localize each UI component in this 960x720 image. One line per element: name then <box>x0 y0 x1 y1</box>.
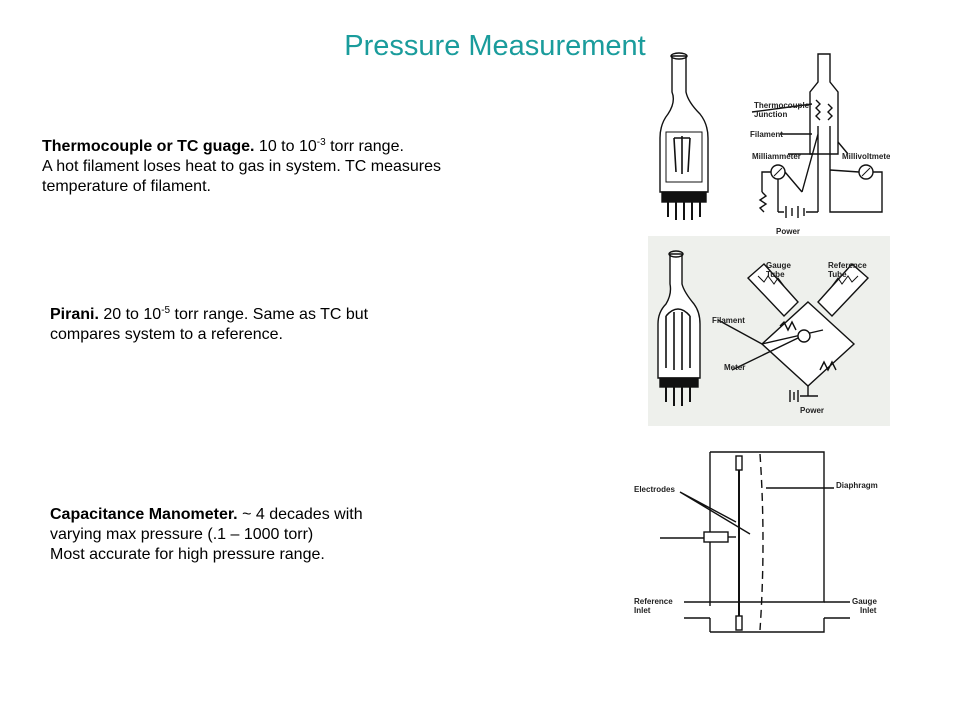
thermocouple-range-suffix: torr range. <box>325 138 404 155</box>
pirani-label-gauge-1: Gauge <box>766 261 791 270</box>
pirani-bridge-diagonal <box>761 329 824 345</box>
pirani-name: Pirani. <box>50 306 99 323</box>
manometer-label-electrodes: Electrodes <box>634 485 675 494</box>
pirani-gauge-tube <box>746 263 799 318</box>
pirani-label-power: Power <box>800 406 824 415</box>
tc-tube-outline <box>659 55 709 193</box>
tc-label-junction-2: Junction <box>754 110 787 119</box>
tc-circuit-leads <box>801 126 831 212</box>
capacitance-line-1-rest: ~ 4 decades with <box>237 506 363 523</box>
capacitance-line-1: Capacitance Manometer. ~ 4 decades with <box>50 505 450 525</box>
thermocouple-line-3: temperature of filament. <box>42 178 211 195</box>
pirani-reference-tube <box>817 263 870 318</box>
pirani-tube-base <box>659 377 699 388</box>
manometer-body <box>709 451 825 606</box>
tc-label-millivoltmeter: Millivoltmeter <box>842 152 890 161</box>
capacitance-name: Capacitance Manometer. <box>50 506 238 523</box>
tc-label-filament: Filament <box>750 130 783 139</box>
capacitance-description: Capacitance Manometer. ~ 4 decades with … <box>50 505 450 565</box>
pirani-description: Pirani. 20 to 10-5 torr range. Same as T… <box>50 305 450 345</box>
connector-block <box>703 531 729 543</box>
tc-label-junction-1: Thermocouple <box>754 101 810 110</box>
pirani-range-text: 20 to 10 <box>98 306 162 323</box>
pirani-tube-pins <box>665 387 691 406</box>
tc-label-leaders <box>751 103 849 155</box>
tc-label-milliammeter: Milliammeter <box>752 152 801 161</box>
diaphragm-line <box>759 453 764 631</box>
manometer-label-diaphragm: Diaphragm <box>836 481 878 490</box>
tc-label-power: Power <box>776 227 800 236</box>
electrode-top <box>735 455 743 471</box>
page-title: Pressure Measurement <box>344 30 646 62</box>
thermocouple-name: Thermocouple or TC guage. <box>42 138 255 155</box>
capacitance-line-2: varying max pressure (.1 – 1000 torr) <box>50 526 314 543</box>
tc-battery <box>778 206 818 218</box>
pirani-range-suffix: torr range. Same as TC but <box>170 306 369 323</box>
tc-tube-pins <box>667 202 701 220</box>
manometer-label-gauge-2: Inlet <box>860 606 877 615</box>
pirani-battery <box>789 386 818 402</box>
pirani-tube-filament <box>665 308 691 370</box>
capacitance-manometer-diagram: Electrodes Diaphragm Reference Inlet Gau… <box>634 451 878 633</box>
manometer-label-reference-2: Inlet <box>634 606 651 615</box>
gauge-inlet-tube <box>824 601 850 619</box>
manometer-label-gauge-1: Gauge <box>852 597 877 606</box>
pirani-label-reference-2: Tube <box>828 270 847 279</box>
pirani-label-leaders <box>717 319 799 371</box>
capacitance-line-3: Most accurate for high pressure range. <box>50 546 325 563</box>
pirani-range-exponent: -5 <box>161 305 171 316</box>
tc-circuit-filament <box>815 99 833 121</box>
electrode-bottom <box>735 615 743 631</box>
tc-meter-wires <box>777 169 883 213</box>
pirani-meter-icon <box>797 329 811 343</box>
manometer-label-reference-1: Reference <box>634 597 673 606</box>
tc-circuit-tube <box>809 53 839 155</box>
pirani-label-meter: Meter <box>724 363 745 372</box>
pirani-line-2: compares system to a reference. <box>50 326 283 343</box>
thermocouple-line-2: A hot filament loses heat to gas in syst… <box>42 158 441 175</box>
manometer-body-bottom <box>709 618 825 633</box>
pirani-line-1: Pirani. 20 to 10-5 torr range. Same as T… <box>50 305 450 325</box>
tc-resistor <box>758 191 768 213</box>
thermocouple-description: Thermocouple or TC guage. 10 to 10-3 tor… <box>42 137 522 197</box>
thermocouple-range-text: 10 to 10 <box>254 138 317 155</box>
tc-tube-filament <box>673 136 691 174</box>
pirani-tube-cap <box>668 250 684 258</box>
manometer-label-leaders <box>679 487 834 535</box>
pirani-label-gauge-2: Tube <box>766 270 785 279</box>
thermocouple-gauge-diagram: Thermocouple Junction Filament Milliamme… <box>659 52 890 236</box>
pirani-bridge-resistors <box>779 320 837 372</box>
tc-tube-inner <box>665 131 703 183</box>
pirani-gauge-diagram: Gauge Tube Reference Tube Filament Meter… <box>648 236 890 426</box>
pirani-label-filament: Filament <box>712 316 745 325</box>
reference-inlet-tube <box>684 601 710 619</box>
pirani-label-reference-1: Reference <box>828 261 867 270</box>
tc-tube-cap <box>670 52 688 60</box>
tc-tube-base <box>661 191 707 203</box>
thermocouple-line-1: Thermocouple or TC guage. 10 to 10-3 tor… <box>42 137 522 157</box>
thermocouple-range-exponent: -3 <box>316 137 326 148</box>
